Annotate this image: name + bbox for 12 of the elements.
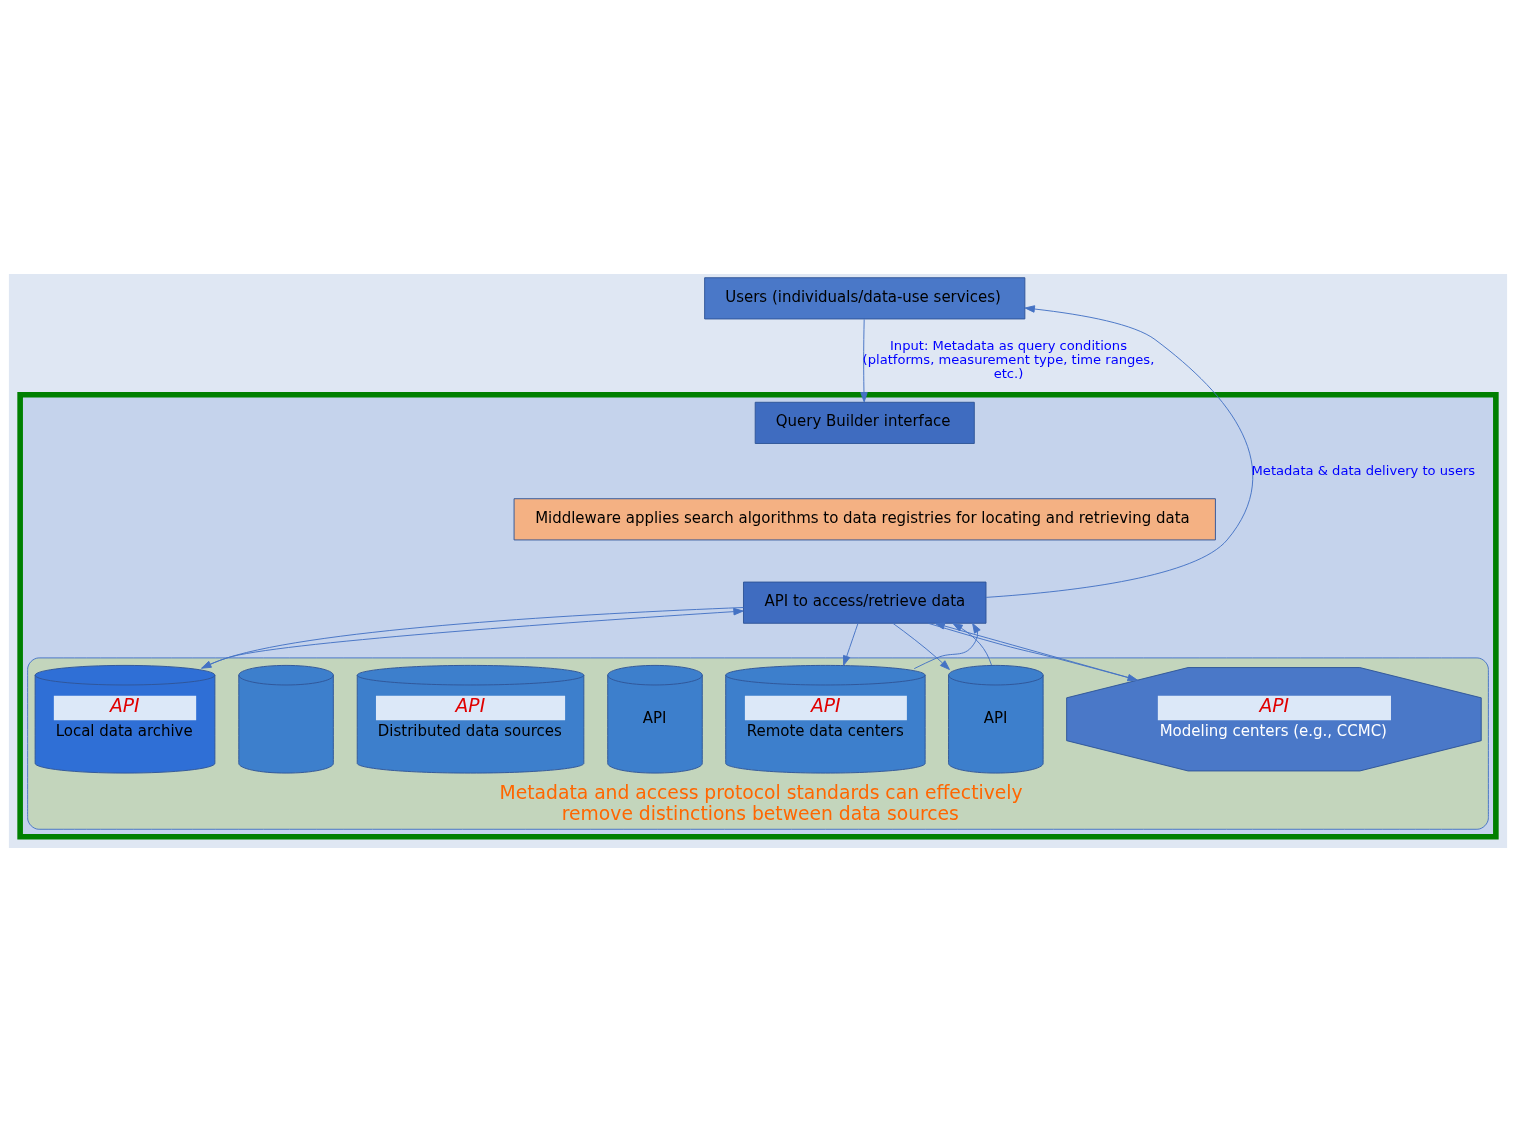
edge-label: Input: Metadata as query conditions (platforms, measurement type, time ranges, etc.) [862, 337, 1155, 381]
arrow [892, 622, 950, 670]
node-box: API to access/retrieve data [743, 581, 987, 624]
node-box: Users (individuals/data-use services) [704, 276, 1026, 319]
arrow [952, 622, 992, 666]
edge-label: Metadata & data delivery to users [1251, 462, 1476, 478]
node-box: Query Builder interface [754, 401, 975, 444]
arrow [860, 318, 868, 402]
arrow [843, 622, 859, 666]
arrow [985, 304, 1253, 598]
node-box: Middleware applies search algorithms to data registries for locating and retrieving data [513, 497, 1216, 540]
arrow [913, 622, 981, 669]
